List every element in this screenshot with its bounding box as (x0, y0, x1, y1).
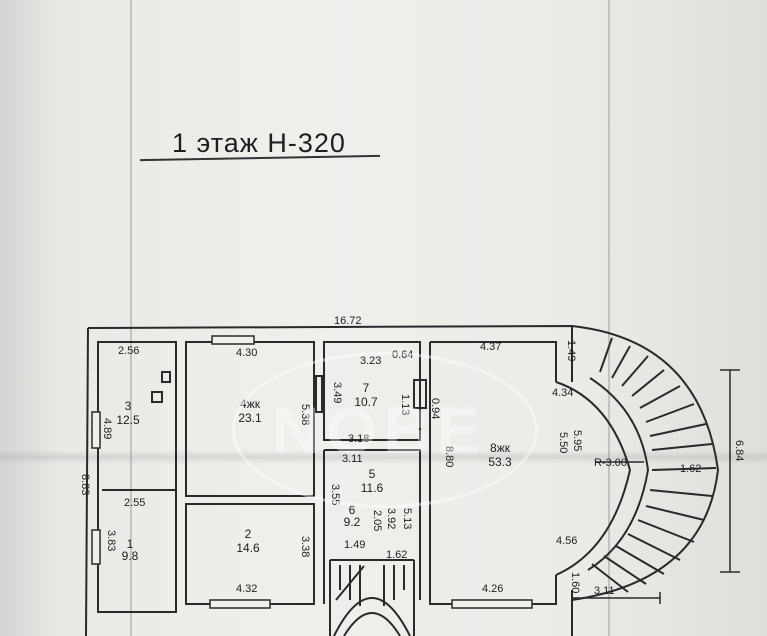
dim-stair-tread: 1.62 (680, 463, 701, 475)
dim-stair-step: 1.62 (386, 549, 407, 561)
dim-hall-height: 5.13 (401, 508, 413, 529)
dim-bay-top: 1.49 (565, 340, 577, 361)
room-6-id: 6 (349, 503, 356, 517)
plan-title: 1 этаж Н-320 (172, 128, 346, 158)
dim-bay-lower: 4.56 (556, 535, 577, 547)
room-3-id: 3 (125, 399, 132, 413)
watermark-ring (232, 352, 538, 508)
dim-room4-width: 4.30 (236, 347, 257, 359)
dim-overall-width: 16.72 (334, 315, 362, 327)
room-2-id: 2 (245, 527, 252, 541)
room-6-area: 9.2 (344, 515, 361, 529)
paper-fold-left (130, 0, 132, 636)
room-1-area: 9.8 (122, 549, 139, 563)
dim-room1-height: 3.83 (105, 530, 117, 551)
dim-room8-bottom: 4.26 (482, 583, 503, 595)
room-2-area: 14.6 (236, 541, 260, 555)
room-3-area: 12.5 (116, 413, 140, 427)
dim-bay-bottom: 1.60 (569, 572, 581, 593)
dim-room2-width: 4.32 (236, 583, 257, 595)
dim-room2-height: 3.38 (299, 536, 311, 557)
dim-bay-inner: 5.95 (571, 430, 583, 451)
dim-radius: R-3.00 (594, 457, 627, 469)
dim-stair-landing: 1.49 (344, 539, 365, 551)
watermark-logo: NOBE (272, 393, 487, 467)
dim-room3-width: 2.56 (118, 345, 139, 357)
dim-room6-height: 3.92 (385, 508, 397, 529)
dim-projection: 3.11 (594, 585, 615, 597)
dim-room3-height: 4.89 (101, 418, 113, 439)
dim-stair-width: 6.84 (733, 440, 745, 461)
paper-fold-right (608, 0, 610, 636)
dim-bay-opening: 5.50 (557, 432, 569, 453)
dim-bay-upper: 4.34 (552, 387, 573, 399)
dim-room6-width: 2.05 (371, 510, 383, 531)
dim-overall-height: 8.83 (79, 474, 91, 495)
room-1-id: 1 (127, 537, 134, 551)
dim-room1-width: 2.55 (124, 497, 145, 509)
dim-room8-width: 4.37 (480, 341, 501, 353)
